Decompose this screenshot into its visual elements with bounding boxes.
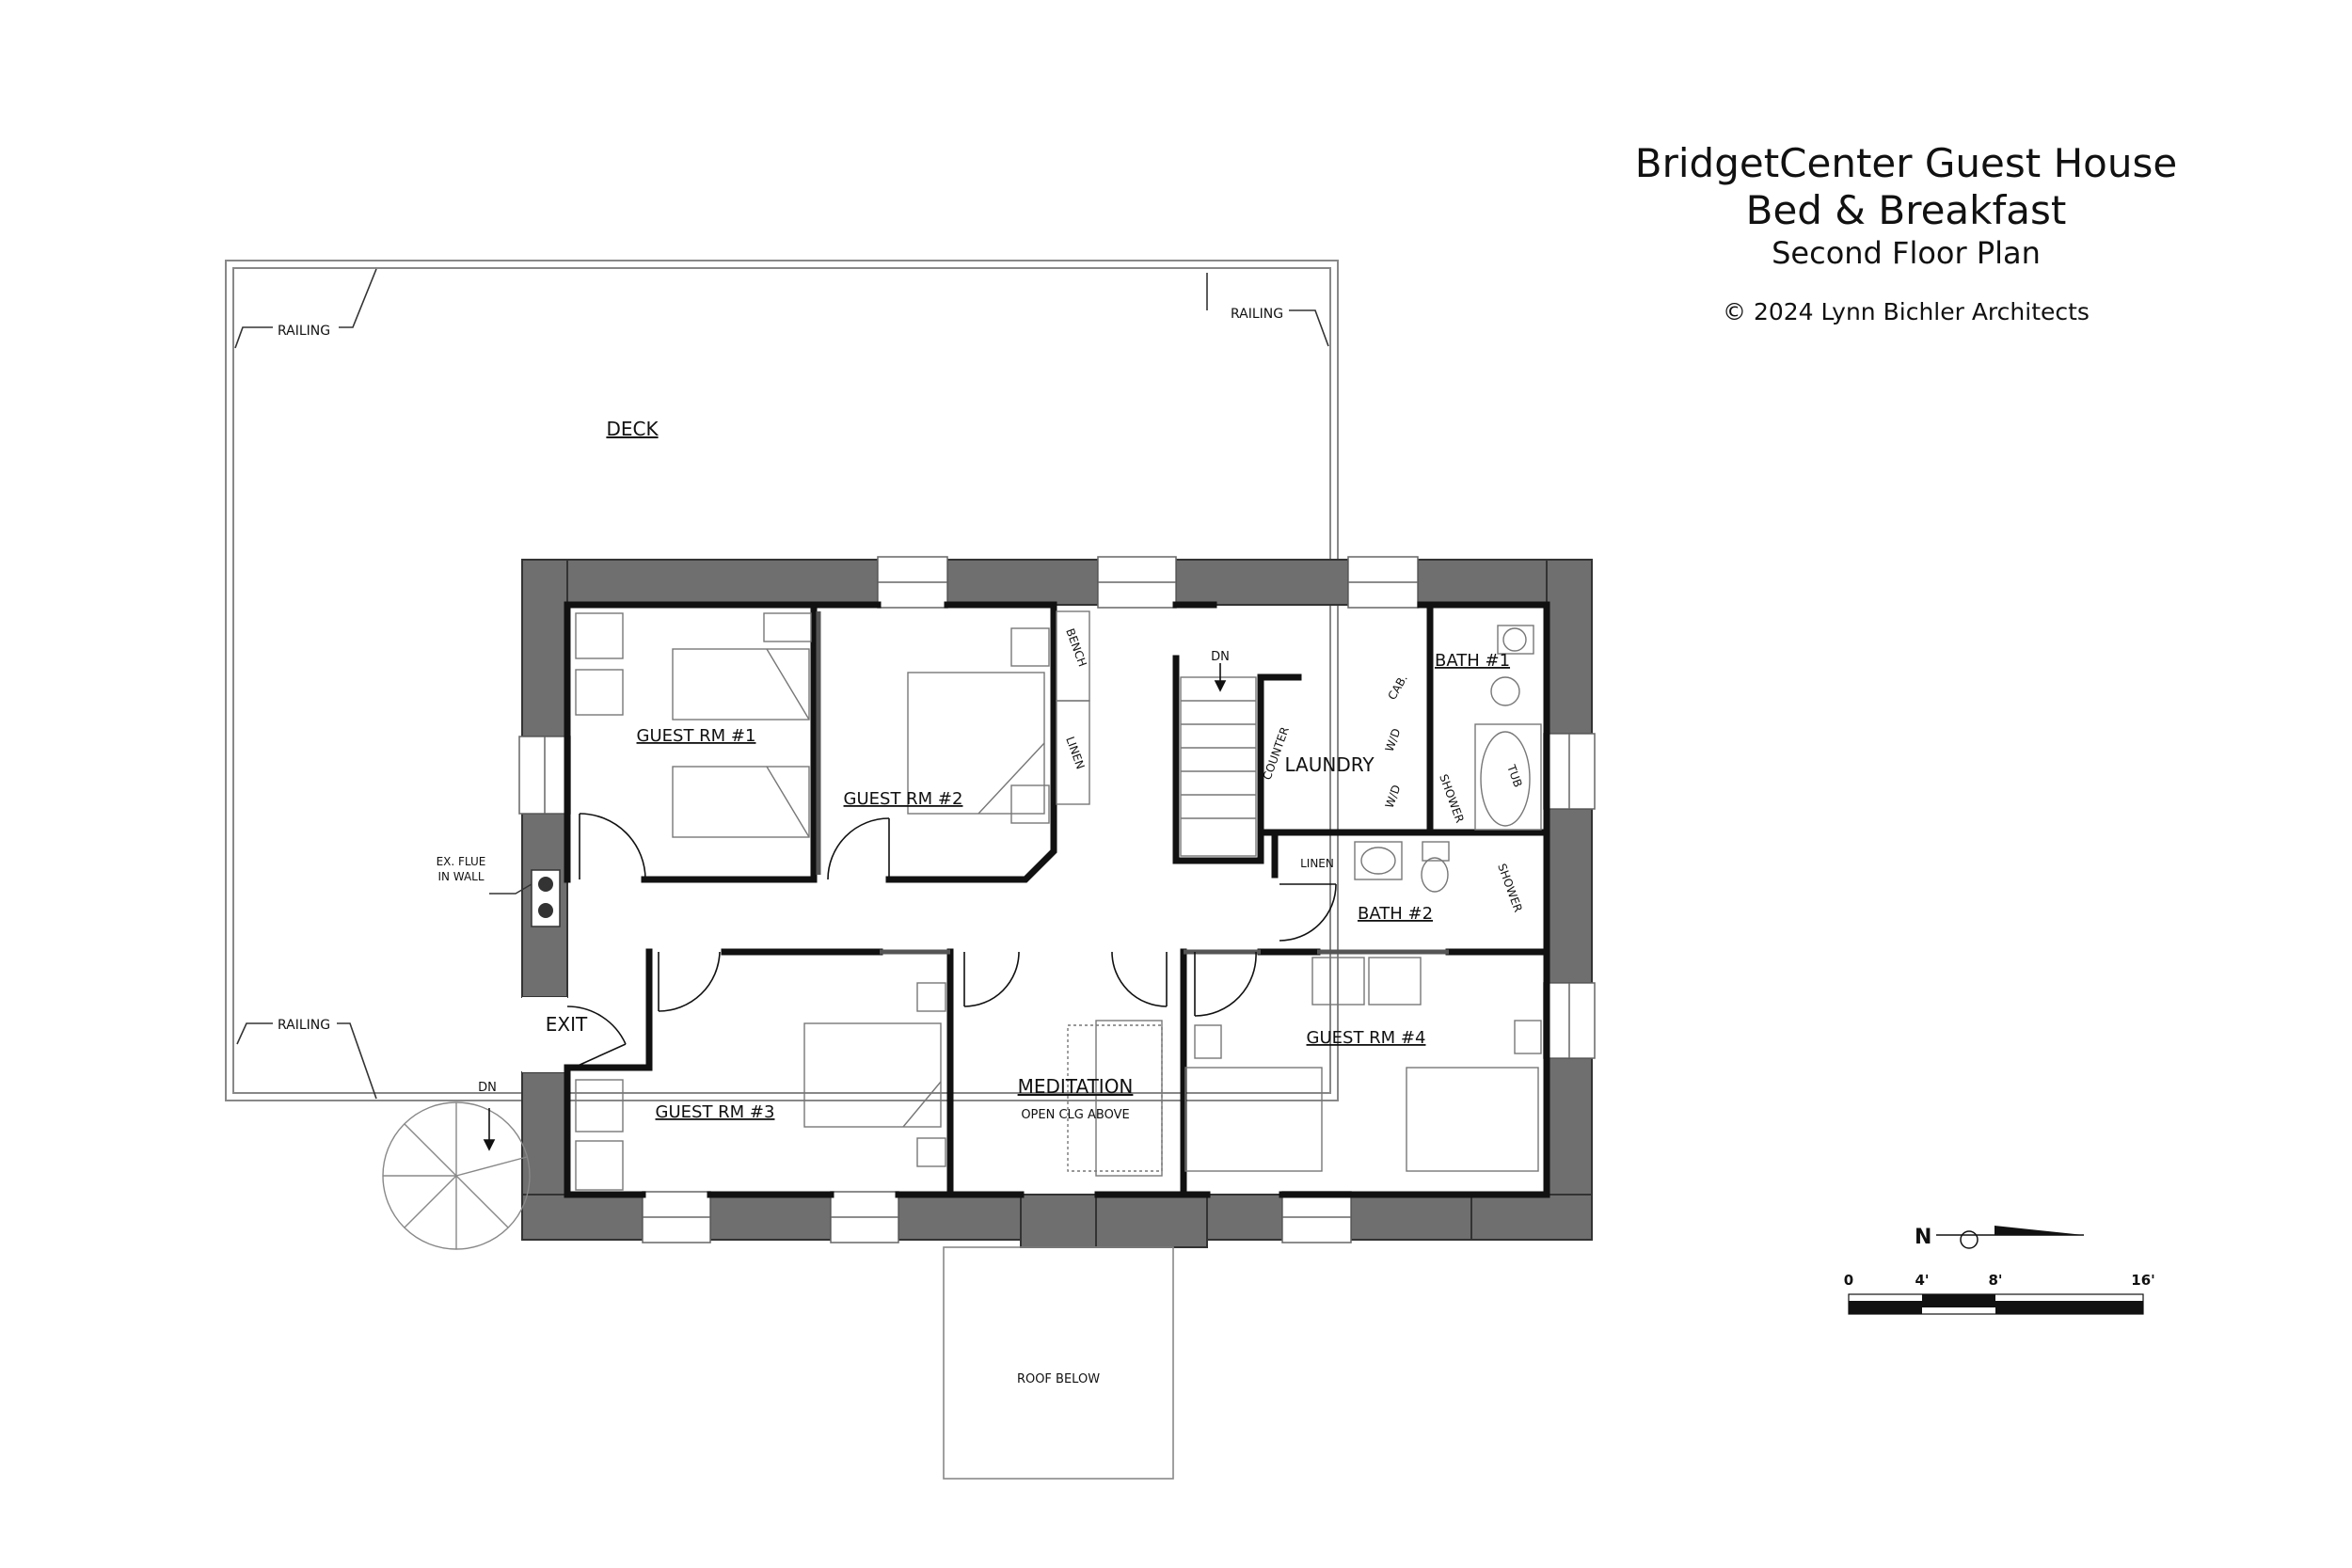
label-guest-rm-2: GUEST RM #2 (844, 789, 963, 809)
label-shower-bath-2: SHOWER (1495, 862, 1525, 913)
label-bath-1: BATH #1 (1435, 651, 1510, 671)
label-ex-flue-1: EX. FLUE (437, 855, 486, 868)
deck-label: DECK (606, 418, 659, 440)
label-exit: EXIT (546, 1013, 588, 1036)
stair-arrows (483, 663, 1227, 1151)
title-line-3: Second Floor Plan (1772, 235, 2041, 271)
title-line-2: Bed & Breakfast (1746, 187, 2067, 233)
label-shower-bath-1: SHOWER (1437, 772, 1467, 824)
label-cab: CAB. (1385, 673, 1409, 703)
exterior-walls (521, 559, 1593, 1248)
label-laundry: LAUNDRY (1284, 753, 1375, 776)
label-meditation: MEDITATION (1018, 1075, 1134, 1098)
interior-walls (564, 601, 1550, 1198)
door-swings (566, 813, 1337, 1071)
north-arrow: N (1915, 1226, 2084, 1249)
label-bath-2: BATH #2 (1358, 904, 1433, 924)
north-label: N (1915, 1226, 1931, 1249)
spiral-stair (382, 1101, 531, 1250)
label-guest-rm-1: GUEST RM #1 (637, 726, 756, 746)
scale-tick-4: 4' (1915, 1272, 1929, 1289)
label-ex-flue-2: IN WALL (437, 870, 484, 883)
label-dn-stair: DN (1211, 650, 1230, 664)
label-tub: TUB (1504, 762, 1525, 789)
title-line-1: BridgetCenter Guest House (1635, 140, 2177, 186)
railing-label-ne: RAILING (1231, 307, 1283, 322)
label-wd-lower: W/D (1383, 784, 1404, 810)
scale-tick-16: 16' (2131, 1272, 2154, 1289)
room-labels: GUEST RM #1 GUEST RM #2 GUEST RM #3 GUES… (437, 650, 1510, 1386)
windows (518, 556, 1596, 1243)
furniture (575, 610, 1542, 1191)
thin-walls (816, 611, 1449, 955)
railing-label-nw: RAILING (278, 324, 330, 339)
label-guest-rm-3: GUEST RM #3 (656, 1102, 775, 1122)
label-wd-upper: W/D (1383, 727, 1404, 753)
label-bench: BENCH (1063, 626, 1089, 668)
railing-leaders (234, 268, 1329, 1100)
scale-tick-8: 8' (1988, 1272, 2002, 1289)
scale-tick-0: 0 (1844, 1272, 1853, 1289)
ex-flue-symbol (489, 869, 561, 927)
exit-opening (522, 997, 567, 1072)
deck-outline (225, 260, 1339, 1101)
title-block: BridgetCenter Guest House Bed & Breakfas… (1635, 140, 2177, 325)
roof-below-outline (943, 1246, 1174, 1480)
label-roof-below: ROOF BELOW (1017, 1372, 1100, 1386)
label-linen: LINEN (1063, 735, 1087, 770)
label-dn-spiral: DN (478, 1081, 497, 1095)
railing-label-sw: RAILING (278, 1018, 330, 1033)
label-linen-bath-2: LINEN (1300, 857, 1334, 870)
scale-bar: 0 4' 8' 16' (1844, 1272, 2155, 1315)
label-guest-rm-4: GUEST RM #4 (1307, 1028, 1426, 1048)
copyright-text: © 2024 Lynn Bichler Architects (1723, 298, 2090, 325)
label-open-clg: OPEN CLG ABOVE (1021, 1108, 1129, 1122)
